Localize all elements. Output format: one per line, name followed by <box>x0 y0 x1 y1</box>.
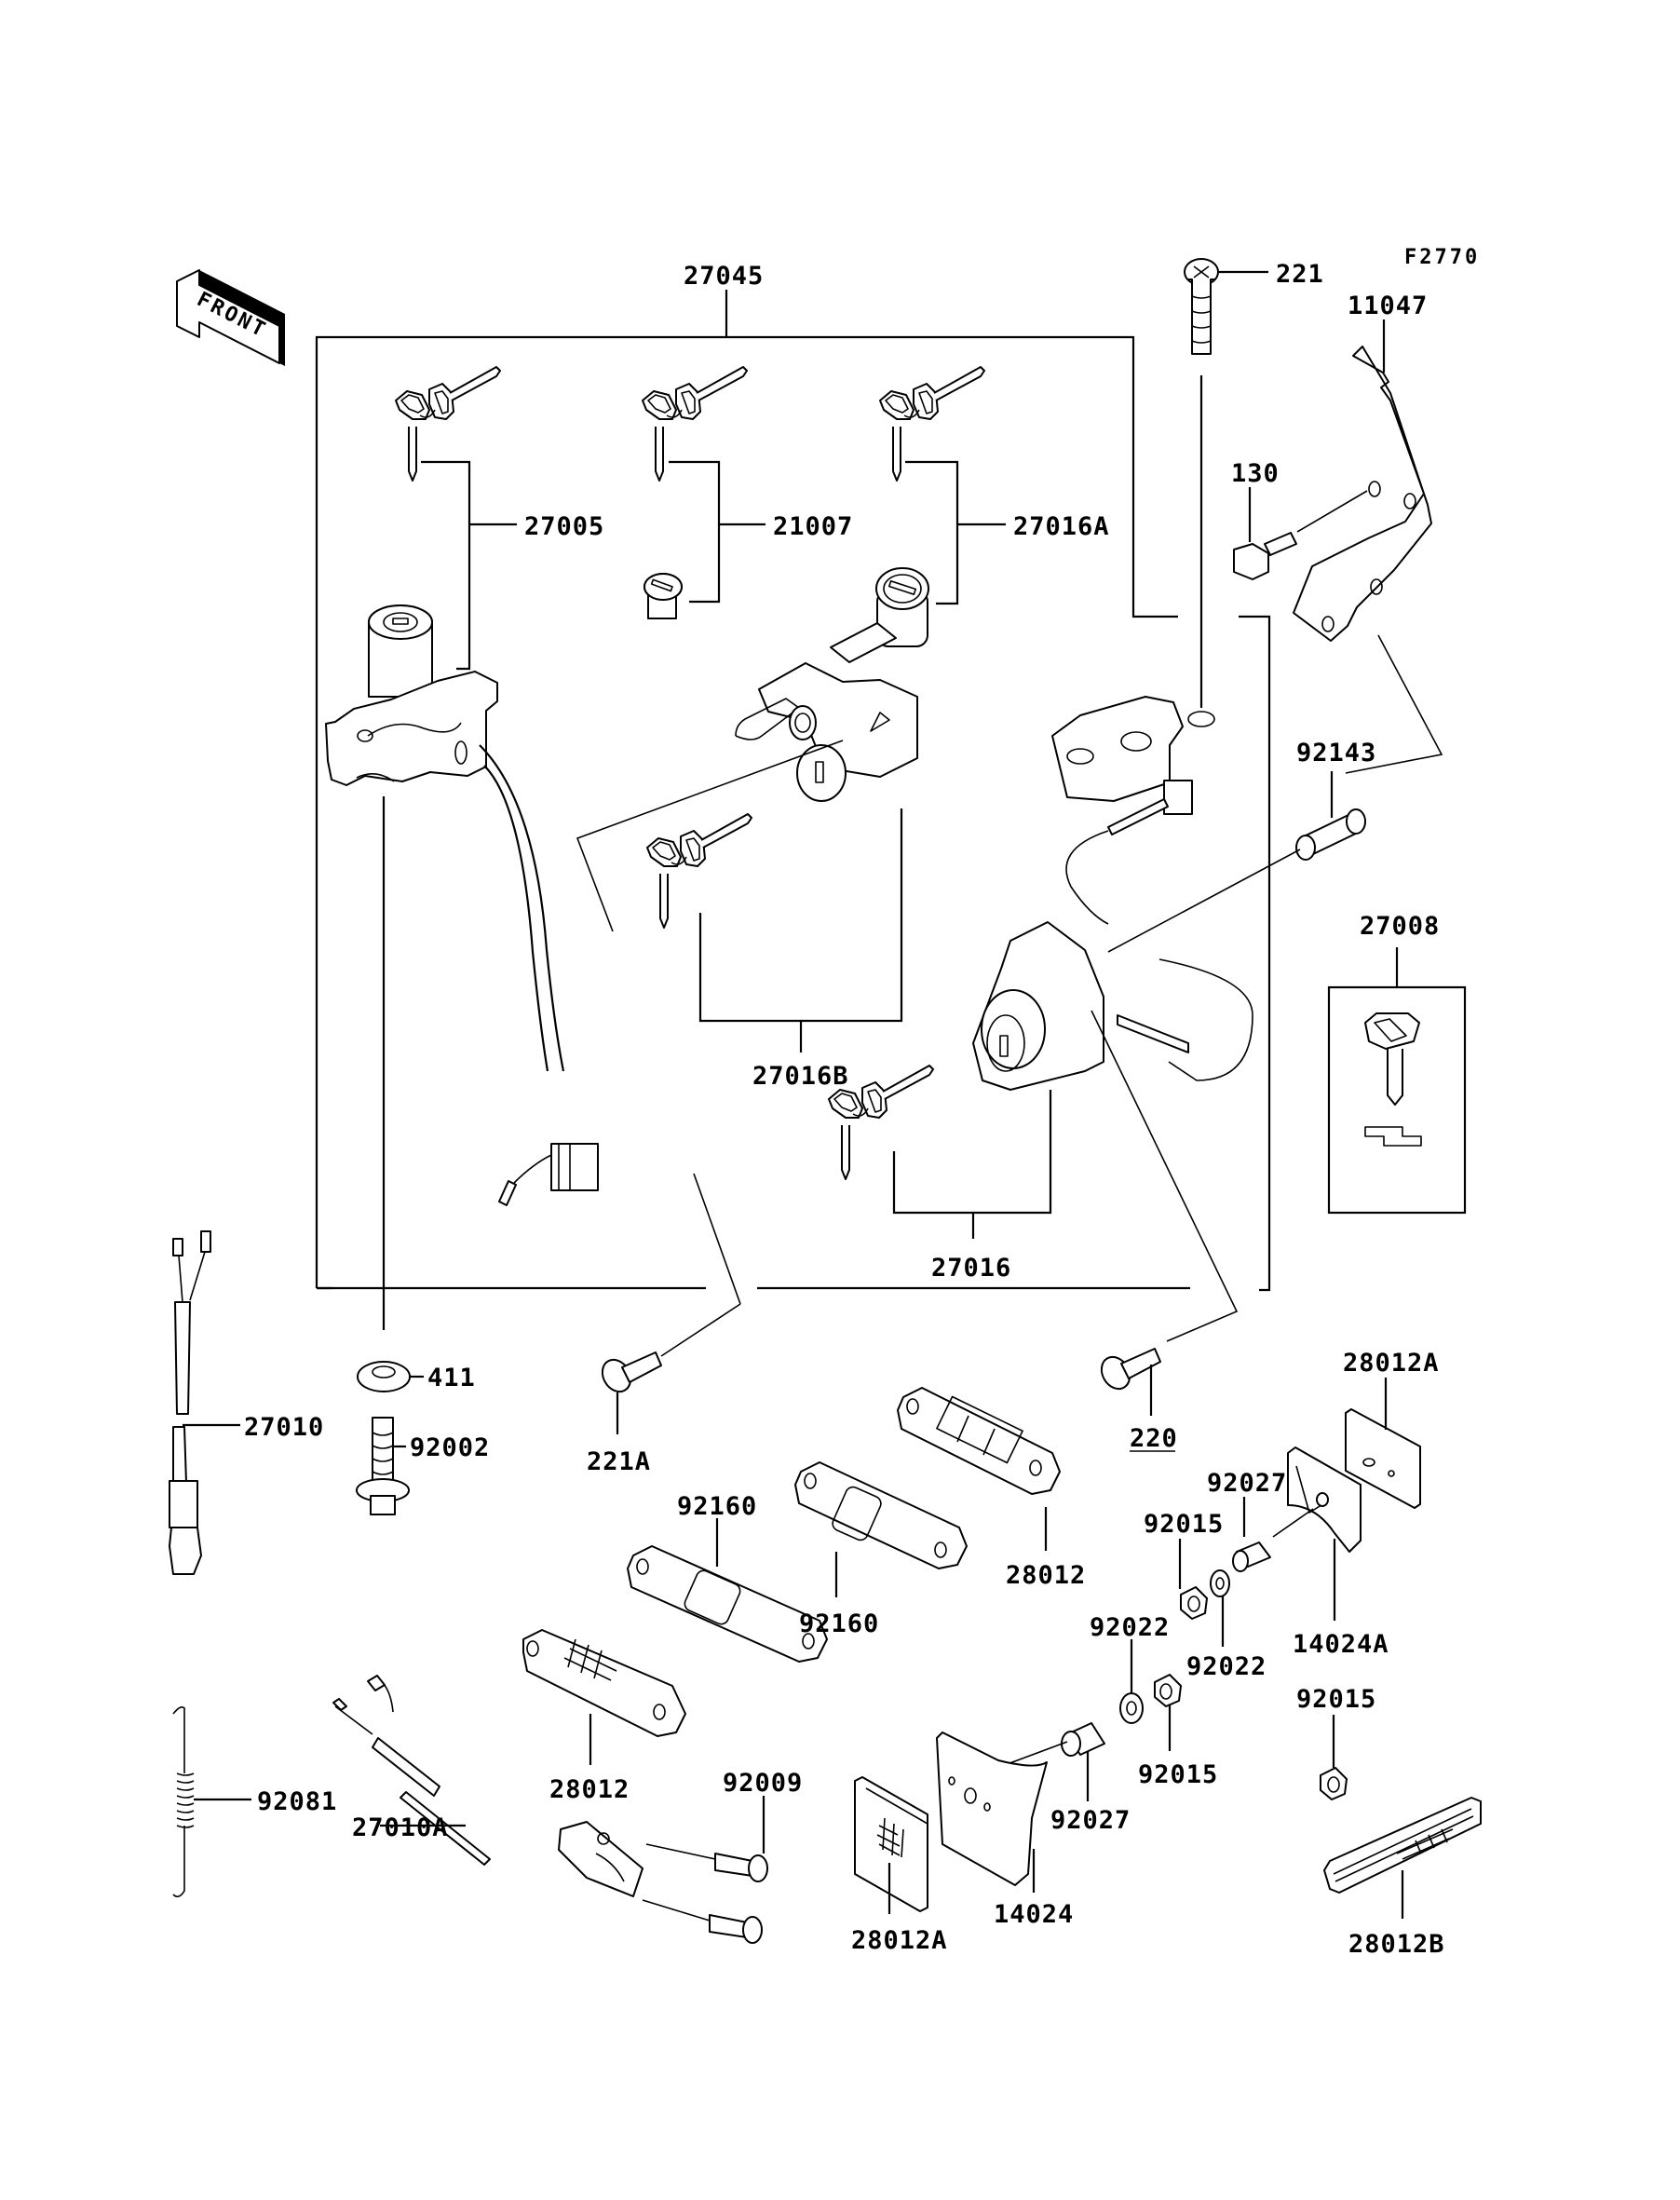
bolt-130 <box>1233 532 1297 580</box>
callout-92015-upper: 92015 <box>1144 1510 1224 1539</box>
nut-92015-upper <box>1180 1586 1208 1620</box>
key-pair-27016B <box>646 813 752 929</box>
gasket-92160-lower <box>794 1461 968 1569</box>
callout-92009: 92009 <box>723 1769 803 1798</box>
callout-27016: 27016 <box>931 1254 1011 1283</box>
reflector-28012B <box>1323 1797 1482 1894</box>
figure-reference: F2770 <box>1404 246 1480 269</box>
key-pair-27016A <box>879 366 985 482</box>
callout-27016B: 27016B <box>752 1062 849 1091</box>
callout-27010: 27010 <box>244 1413 324 1442</box>
bracket-14024 <box>936 1731 1048 1886</box>
reflector-28012A-upper <box>1345 1408 1421 1509</box>
callout-130: 130 <box>1231 459 1280 488</box>
callout-411: 411 <box>427 1364 476 1392</box>
callout-92015-mid: 92015 <box>1138 1760 1218 1789</box>
callout-27008: 27008 <box>1360 912 1440 941</box>
collar-92027-lower <box>1061 1722 1105 1757</box>
callout-92160-upper: 92160 <box>677 1492 757 1521</box>
callout-92015-right: 92015 <box>1296 1685 1376 1714</box>
bolt-92002 <box>356 1417 410 1515</box>
screw-221 <box>1184 258 1219 355</box>
reflector-28012A-lower <box>854 1776 928 1912</box>
helmet-hook-bracket <box>1051 696 1215 925</box>
nut-92015-mid <box>1154 1674 1182 1707</box>
washer-411 <box>357 1361 411 1392</box>
gasket-92160-upper <box>627 1545 828 1663</box>
callout-92027-lower: 92027 <box>1050 1806 1131 1835</box>
switch-27010A <box>332 1675 644 1897</box>
screw-92009-lower <box>709 1914 763 1944</box>
callout-11047: 11047 <box>1348 292 1428 320</box>
callout-28012-upper: 28012 <box>1006 1561 1086 1590</box>
seat-lock-27016B <box>735 662 918 802</box>
nut-92015-right <box>1320 1767 1348 1800</box>
callout-92022-upper: 92022 <box>1186 1652 1267 1681</box>
callout-92081: 92081 <box>257 1787 337 1816</box>
callout-92160-lower: 92160 <box>799 1609 879 1638</box>
washer-92022-upper <box>1210 1569 1230 1597</box>
callout-28012A-upper: 28012A <box>1343 1349 1440 1378</box>
screw-220 <box>1100 1348 1161 1391</box>
reflector-28012-lower <box>522 1629 686 1737</box>
lock-cap-21007 <box>644 573 683 619</box>
callout-28012B: 28012B <box>1348 1930 1445 1959</box>
ignition-harness <box>479 744 565 1072</box>
ignition-key-pair-27005 <box>395 366 501 482</box>
callout-28012-lower: 28012 <box>549 1775 630 1804</box>
screw-221A <box>601 1351 662 1393</box>
screw-92009-upper <box>714 1853 768 1882</box>
helmet-lock-27016 <box>972 921 1253 1091</box>
callout-92027-upper: 92027 <box>1207 1469 1287 1498</box>
callout-14024: 14024 <box>994 1900 1074 1929</box>
callout-92143: 92143 <box>1296 739 1376 767</box>
leader-21007 <box>669 460 721 604</box>
callout-92022-lower: 92022 <box>1090 1613 1170 1642</box>
callout-21007: 21007 <box>773 512 853 541</box>
reflector-28012-upper <box>897 1387 1061 1495</box>
leader-27005 <box>421 460 471 671</box>
blank-key-27008 <box>1364 1012 1422 1147</box>
spring-92081 <box>172 1706 195 1898</box>
washer-92022-lower <box>1119 1692 1144 1724</box>
key-pair-21007 <box>642 366 748 482</box>
callout-220: 220 <box>1130 1424 1178 1453</box>
assembly-27045-bracket <box>315 290 1271 1292</box>
callout-221: 221 <box>1276 260 1324 289</box>
callout-14024A: 14024A <box>1293 1630 1389 1659</box>
lock-27016A <box>830 567 929 663</box>
ignition-switch <box>325 604 498 786</box>
switch-27010 <box>169 1230 211 1575</box>
leader-27016B <box>698 808 903 1023</box>
callout-27010A: 27010A <box>352 1813 449 1842</box>
leader-27016A <box>905 460 959 605</box>
callout-28012A-lower: 28012A <box>851 1926 948 1955</box>
leader-27016 <box>892 1090 1052 1215</box>
callout-27016A: 27016A <box>1013 512 1110 541</box>
callout-27005: 27005 <box>524 512 604 541</box>
collar-92143 <box>1295 808 1366 861</box>
bracket-11047 <box>1293 346 1432 642</box>
collar-92027-upper <box>1232 1541 1271 1572</box>
callout-92002: 92002 <box>410 1433 490 1462</box>
blank-key-box <box>1327 985 1467 1215</box>
bracket-14024A <box>1287 1446 1362 1553</box>
callout-27045: 27045 <box>684 262 764 291</box>
front-direction-arrow-icon: FRONT <box>176 269 285 366</box>
callout-221A: 221A <box>587 1447 651 1476</box>
